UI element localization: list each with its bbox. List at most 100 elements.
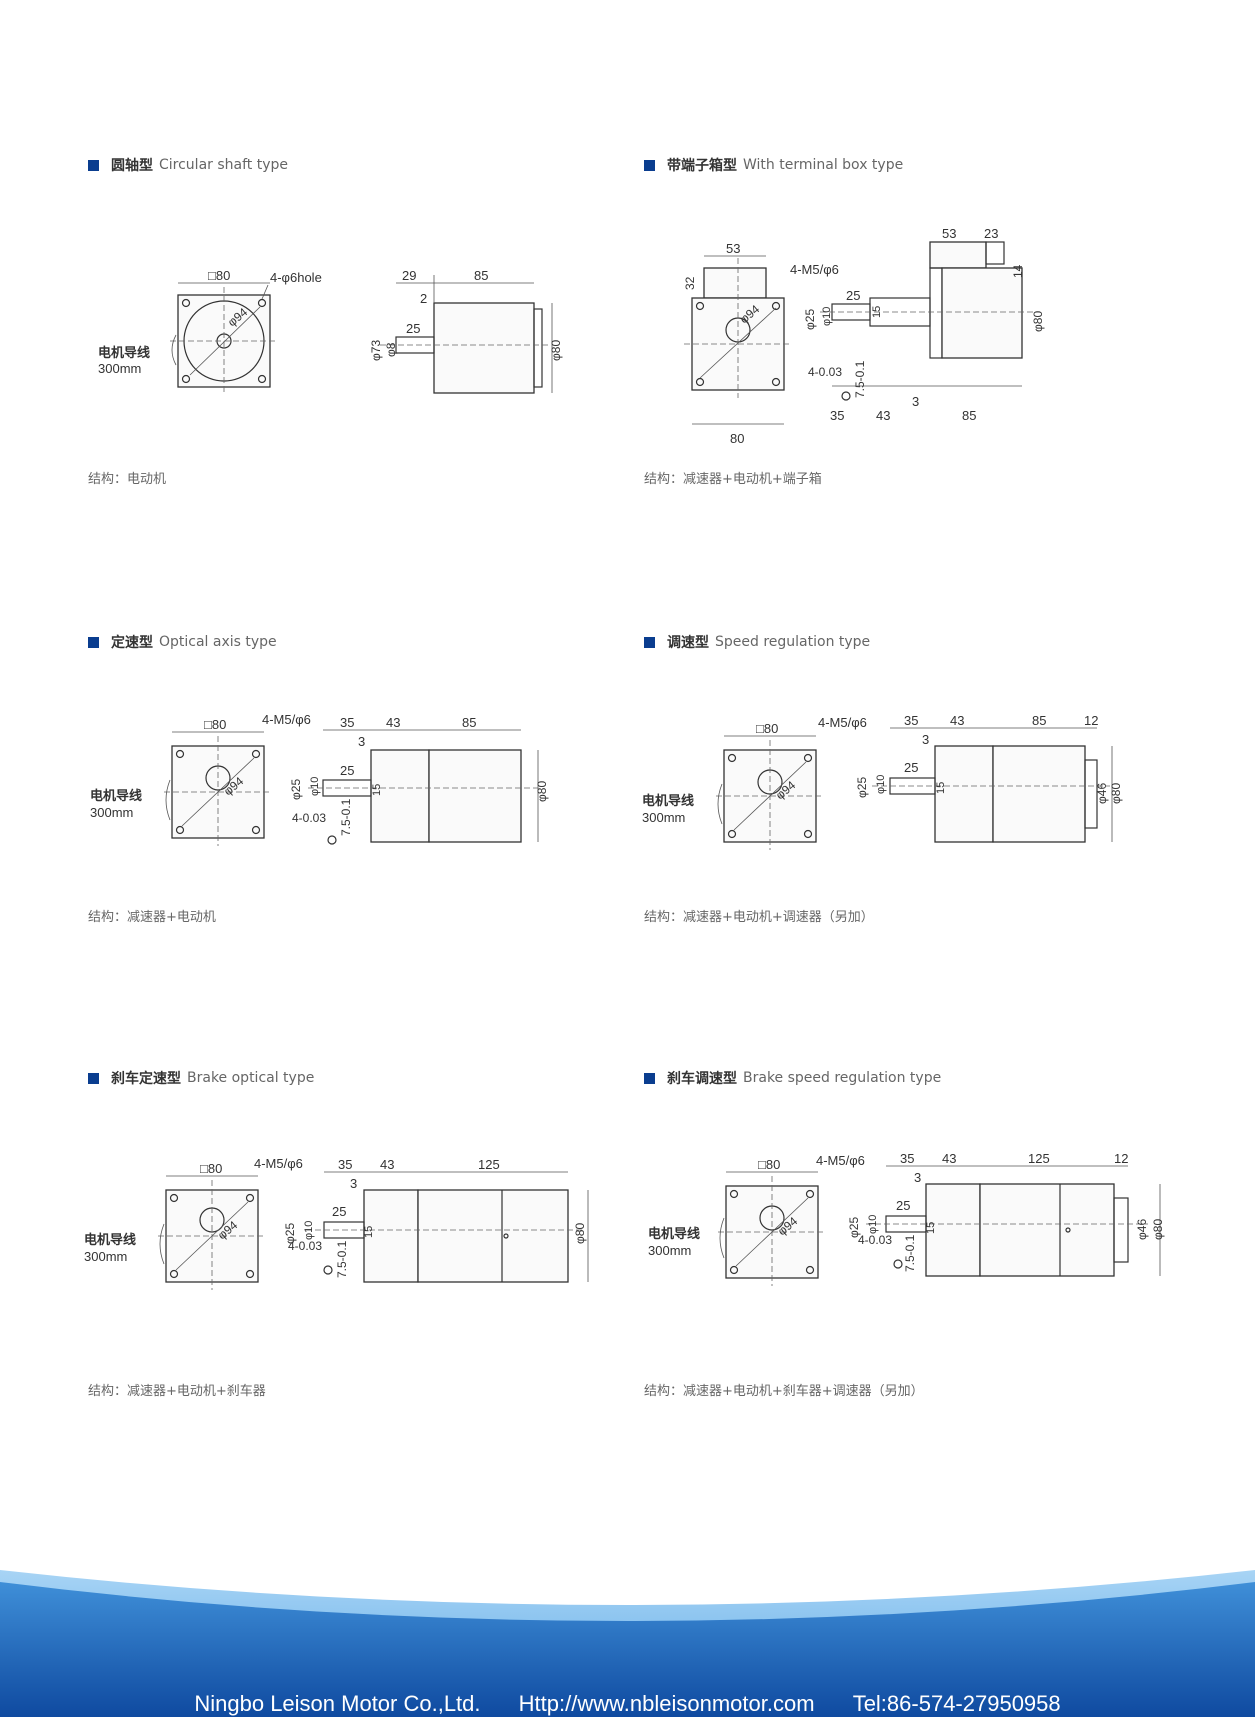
caption-terminal-box: 结构：减速器+电动机+端子箱	[644, 472, 822, 487]
dim-square: □80	[756, 721, 778, 736]
lead-label: 电机导线	[648, 1226, 700, 1241]
dim-43: 43	[950, 713, 964, 728]
caption-circular-shaft: 结构：电动机	[88, 472, 167, 487]
side-view-body	[992, 745, 1086, 843]
section-title-en: Brake speed regulation type	[743, 1070, 942, 1086]
dim-125: 125	[1028, 1151, 1050, 1166]
lead-length: 300mm	[84, 1249, 127, 1264]
lead-length: 300mm	[642, 810, 685, 825]
dim-3: 3	[914, 1170, 921, 1185]
drawing-circular-shaft: □80 4-φ6hole φ94 电机导线 300mm 29 85 2 25 φ…	[90, 265, 570, 415]
drawing-speed-regulation: □80 4-M5/φ6 φ94 电机导线 300mm 35 43 85 12 3…	[640, 700, 1140, 860]
caption-brake-optical: 结构：减速器+电动机+刹车器	[88, 1384, 266, 1399]
dim-3: 3	[922, 732, 929, 747]
bullet-square-icon	[88, 159, 99, 171]
dim-25: 25	[904, 760, 918, 775]
section-title-cn: 刹车调速型	[667, 1071, 737, 1087]
dim-125: 125	[478, 1157, 500, 1172]
dim-43: 43	[380, 1157, 394, 1172]
dim-key: 7.5-0.1	[903, 1234, 917, 1272]
dim-25: 25	[332, 1204, 346, 1219]
dim-32: 32	[683, 276, 697, 290]
dim-29: 29	[402, 268, 416, 283]
dim-phi10: φ10	[821, 307, 833, 326]
section-title-brake-optical: 刹车定速型 Brake optical type	[88, 1068, 314, 1088]
dim-25: 25	[340, 763, 354, 778]
dim-53-top: 53	[942, 226, 956, 241]
side-view-body	[417, 1189, 569, 1283]
footer-website-link[interactable]: Http://www.nbleisonmotor.com	[518, 1691, 815, 1716]
side-view-body	[941, 267, 1023, 359]
dim-2: 2	[420, 291, 427, 306]
drawing-terminal-box: 53 32 4-M5/φ6 φ94 80 4-0.03 7.5-0.1 53 2…	[680, 226, 1120, 448]
dim-tolerance: 4-0.03	[292, 811, 326, 825]
dim-phi80: φ80	[549, 340, 563, 361]
footer-banner	[0, 1550, 1255, 1717]
bullet-square-icon	[88, 636, 99, 648]
bullet-square-icon	[644, 636, 655, 648]
footer-phone: Tel:86-574-27950958	[852, 1691, 1061, 1716]
dim-phi80: φ80	[1031, 311, 1045, 332]
side-view-body	[979, 1183, 1115, 1277]
section-title-terminal-box: 带端子箱型 With terminal box type	[644, 155, 903, 175]
dim-phi25: φ25	[847, 1217, 861, 1238]
side-view-body	[428, 749, 522, 843]
lead-length: 300mm	[90, 805, 133, 820]
dim-phi80: φ80	[1151, 1219, 1165, 1240]
dim-tolerance: 4-0.03	[288, 1239, 322, 1253]
dim-square: □80	[208, 268, 230, 283]
dim-3: 3	[350, 1176, 357, 1191]
dim-35: 35	[900, 1151, 914, 1166]
dim-15: 15	[363, 1226, 375, 1238]
dim-85: 85	[474, 268, 488, 283]
dim-53: 53	[726, 241, 740, 256]
dim-phi25: φ25	[289, 779, 303, 800]
dim-phi46: φ46	[1095, 783, 1109, 804]
dim-80: 80	[730, 431, 744, 446]
bullet-square-icon	[88, 1072, 99, 1084]
dim-holes: 4-M5/φ6	[790, 262, 839, 277]
drawing-optical-axis: □80 4-M5/φ6 φ94 电机导线 300mm 35 43 85 3 25…	[88, 700, 558, 860]
section-title-en: Circular shaft type	[159, 157, 289, 173]
dim-phi46: φ46	[1135, 1219, 1149, 1240]
section-title-cn: 带端子箱型	[667, 158, 737, 174]
lead-label: 电机导线	[642, 793, 694, 808]
dim-phi10: φ10	[309, 777, 321, 796]
dim-holes: 4-M5/φ6	[818, 715, 867, 730]
dim-holes: 4-M5/φ6	[262, 712, 311, 727]
dim-15: 15	[925, 1222, 937, 1234]
dim-holes: 4-φ6hole	[270, 270, 322, 285]
dim-phi10: φ10	[867, 1215, 879, 1234]
dim-phi8: φ8	[384, 342, 398, 357]
section-title-circular-shaft: 圆轴型 Circular shaft type	[88, 155, 288, 175]
dim-35: 35	[904, 713, 918, 728]
dim-12: 12	[1084, 713, 1098, 728]
dim-phi80: φ80	[1109, 783, 1123, 804]
dim-phi73: φ73	[369, 340, 383, 361]
dim-phi25: φ25	[803, 309, 817, 330]
caption-speed-regulation: 结构：减速器+电动机+调速器（另加）	[644, 910, 874, 925]
section-title-speed-regulation: 调速型 Speed regulation type	[644, 632, 870, 652]
caption-optical-axis: 结构：减速器+电动机	[88, 910, 216, 925]
dim-12: 12	[1114, 1151, 1128, 1166]
caption-brake-speed-regulation: 结构：减速器+电动机+刹车器+调速器（另加）	[644, 1384, 924, 1399]
drawing-brake-optical: □80 4-M5/φ6 φ94 电机导线 300mm 35 43 125 3 2…	[84, 1148, 594, 1298]
lead-label: 电机导线	[90, 788, 142, 803]
dim-35: 35	[340, 715, 354, 730]
dim-phi25: φ25	[855, 777, 869, 798]
dim-phi80: φ80	[573, 1223, 587, 1244]
dim-14: 14	[1011, 264, 1025, 278]
footer-company: Ningbo Leison Motor Co.,Ltd.	[194, 1691, 481, 1716]
dim-key: 7.5-0.1	[339, 798, 353, 836]
dim-35: 35	[830, 408, 844, 423]
dim-square: □80	[204, 717, 226, 732]
dim-square: □80	[758, 1157, 780, 1172]
dim-phi80: φ80	[535, 781, 549, 802]
section-title-cn: 定速型	[111, 635, 153, 651]
dim-holes: 4-M5/φ6	[816, 1153, 865, 1168]
dim-tolerance: 4-0.03	[858, 1233, 892, 1247]
dim-25: 25	[406, 321, 420, 336]
dim-phi10: φ10	[875, 775, 887, 794]
dim-3: 3	[358, 734, 365, 749]
drawing-brake-speed-regulation: □80 4-M5/φ6 φ94 电机导线 300mm 35 43 125 12 …	[648, 1148, 1188, 1298]
